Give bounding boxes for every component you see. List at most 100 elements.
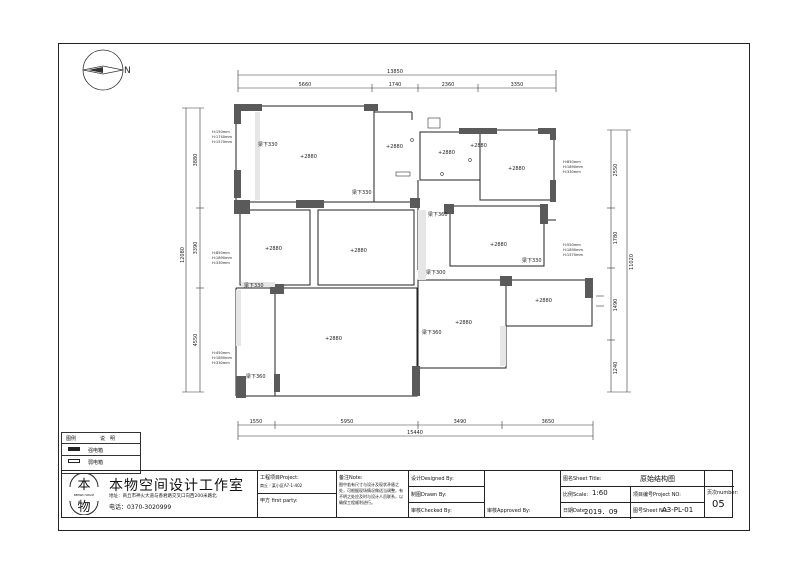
dim-top-2: 1740 xyxy=(389,82,402,88)
window-note: H:1570mm xyxy=(212,140,233,144)
window-notes: H:150mm H:1740mm H:1570mm H:850mm H:1890… xyxy=(212,130,584,365)
logo-ring-text: BENWU SPACE xyxy=(74,493,95,497)
height-mark: +2880 xyxy=(535,298,552,304)
compass-icon xyxy=(82,49,124,91)
height-mark: +2880 xyxy=(490,242,507,248)
legend-header-b: 说 明 xyxy=(100,436,116,442)
left-dimension-lines xyxy=(182,107,204,393)
approved-label: 审核Approved By: xyxy=(487,508,531,514)
sheet-title-value: 原始结构图 xyxy=(640,475,675,483)
beam-label: 梁下360 xyxy=(422,329,442,336)
window-note: H:330mm xyxy=(212,261,230,265)
drawn-label: 制图Drawn By: xyxy=(411,492,447,498)
scale-label: 比例Scale: xyxy=(563,492,589,498)
height-mark: +2880 xyxy=(350,248,367,254)
dim-bottom-2: 5950 xyxy=(341,419,354,425)
beam-label: 梁下360 xyxy=(428,211,448,218)
dim-top-total: 13850 xyxy=(387,69,403,75)
height-mark: +2880 xyxy=(386,144,403,150)
party-label: 甲方 first party: xyxy=(260,498,298,504)
project-label: 工程项目Project: xyxy=(260,475,299,481)
beam-label: 梁下360 xyxy=(246,373,266,380)
logo-char-bottom: 物 xyxy=(77,500,90,515)
height-mark: +2880 xyxy=(325,336,342,342)
sheet-no-label: 图号Sheet NO: xyxy=(633,508,669,514)
window-note: H:850mm xyxy=(212,251,230,255)
dim-left-total: 12080 xyxy=(180,247,186,263)
compass-north-label: N xyxy=(124,66,131,76)
legend-item: 弱电箱 xyxy=(88,460,104,466)
drawing-frame xyxy=(58,43,750,531)
number-label: 页次number: xyxy=(707,490,739,496)
studio-name: 本物空间设计工作室 xyxy=(109,478,244,494)
height-mark: +2880 xyxy=(265,246,282,252)
note-text: 图中若有尺寸与设计及现状矛盾之处，可根据现场情况做适当调整，有不明之处应及时与设… xyxy=(339,482,403,505)
window-note: H:850mm xyxy=(563,160,581,164)
legend-header-a: 图例 xyxy=(66,436,77,442)
beam-label: 梁下330 xyxy=(352,189,372,196)
studio-address: 地址：商丘市神火大道与香君路交叉口向西200米路北 xyxy=(109,494,217,499)
dim-right-4: 1240 xyxy=(613,362,619,375)
dim-left-2: 3390 xyxy=(193,242,199,255)
date-value: 2019．09 xyxy=(584,508,618,516)
dim-bottom-1: 1550 xyxy=(250,419,263,425)
dim-top-1: 5660 xyxy=(299,82,312,88)
window-note: H:450mm xyxy=(212,351,230,355)
sheet-no-value: A3-PL-01 xyxy=(662,506,694,514)
openings xyxy=(236,112,506,366)
dim-bottom-4: 3650 xyxy=(542,419,555,425)
power-box-icon xyxy=(68,447,80,451)
dim-top-4: 3350 xyxy=(511,82,524,88)
height-mark: +2880 xyxy=(455,320,472,326)
right-dimension-lines xyxy=(607,129,631,393)
project-value: 商丘 · 某小区A7-1-402 xyxy=(260,483,303,488)
height-markers: +2880 +2880 +2880 +2880 +2880 +2880 +288… xyxy=(265,143,552,342)
scale-value: 1:60 xyxy=(592,489,608,497)
dim-left-1: 3880 xyxy=(193,154,199,167)
dim-top-3: 2360 xyxy=(442,82,455,88)
weak-box-icon xyxy=(68,459,80,463)
dim-right-1: 2550 xyxy=(613,164,619,177)
window-note: H:1570mm xyxy=(563,253,584,257)
window-note: H:330mm xyxy=(212,361,230,365)
logo-char-top: 本 xyxy=(77,478,90,493)
project-no-label: 项目编号Project NO: xyxy=(633,492,681,498)
window-note: H:330mm xyxy=(563,170,581,174)
window-note: H:1740mm xyxy=(212,135,233,139)
bottom-dimension-lines xyxy=(237,421,594,440)
checked-label: 审核Checked By: xyxy=(411,508,452,514)
height-mark: +2880 xyxy=(470,143,487,149)
height-mark: +2880 xyxy=(438,150,455,156)
dim-right-total: 11020 xyxy=(629,254,635,270)
walls-structural xyxy=(234,104,593,398)
legend-row: 弱电箱 xyxy=(62,455,140,468)
date-label: 日期Date: xyxy=(563,508,587,514)
window-note: H:1890mm xyxy=(563,248,584,252)
title-block: 本 BENWU SPACE 物 本物空间设计工作室 地址：商丘市神火大道与香君路… xyxy=(61,470,738,519)
window-note: H:1890mm xyxy=(563,165,584,169)
sheet-title-label: 图名Sheet Title: xyxy=(563,476,602,482)
beam-label: 梁下330 xyxy=(522,257,542,264)
legend: 图例 说 明 强电箱 弱电箱 xyxy=(61,432,141,474)
beam-label: 梁下330 xyxy=(258,141,278,148)
beam-label: 梁下300 xyxy=(426,269,446,276)
dim-right-2: 1780 xyxy=(613,232,619,245)
dim-bottom-total: 15440 xyxy=(407,430,423,436)
window-note: H:150mm xyxy=(212,130,230,134)
dim-left-3: 4550 xyxy=(193,334,199,347)
studio-tel: 电话：0370-3020999 xyxy=(109,504,172,511)
dim-bottom-3: 3490 xyxy=(454,419,467,425)
designed-label: 设计Designed By: xyxy=(411,476,454,482)
note-label: 备注Note: xyxy=(339,475,363,481)
number-value: 05 xyxy=(712,499,725,510)
height-mark: +2880 xyxy=(300,154,317,160)
window-note: H:550mm xyxy=(563,243,581,247)
legend-row: 强电箱 xyxy=(62,443,140,456)
dim-right-3: 1490 xyxy=(613,299,619,312)
fixtures xyxy=(395,117,604,307)
beam-label: 梁下330 xyxy=(244,282,264,289)
height-mark: +2880 xyxy=(508,166,525,172)
legend-item: 强电箱 xyxy=(88,448,104,454)
